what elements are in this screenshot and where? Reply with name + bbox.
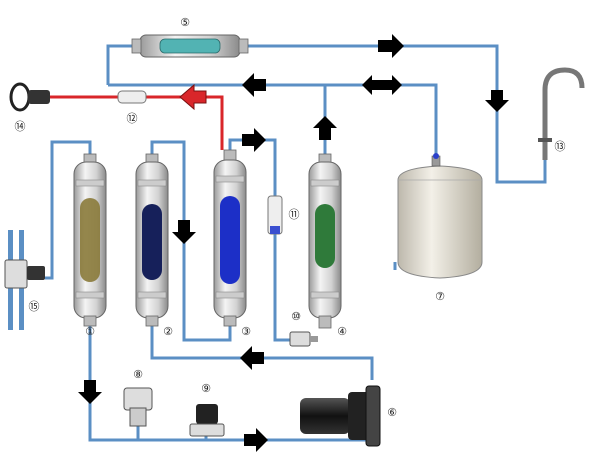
label-11: ⑪ (289, 208, 300, 221)
label-4: ④ (337, 325, 347, 338)
component-10 (289, 331, 318, 347)
arrow-7 (172, 220, 196, 244)
post-filter-5 (131, 34, 249, 58)
arrow-10 (244, 428, 268, 452)
filter-4 (308, 153, 342, 329)
label-9: ⑨ (201, 382, 211, 395)
arrow-2 (485, 90, 509, 112)
arrow-8 (240, 346, 264, 370)
filter-2 (135, 153, 169, 327)
component-11 (267, 195, 283, 235)
arrow-6 (242, 128, 266, 152)
filter-3 (213, 149, 247, 327)
red-line (50, 95, 224, 150)
arrow-red (179, 83, 207, 111)
arrow-3 (242, 73, 266, 97)
label-1: ① (85, 325, 95, 338)
component-15 (4, 230, 45, 330)
label-2: ② (163, 325, 173, 338)
label-3: ③ (241, 325, 251, 338)
label-8: ⑧ (133, 368, 143, 381)
component-12 (117, 90, 147, 104)
component-8 (123, 387, 153, 427)
label-6: ⑥ (387, 406, 397, 419)
label-7: ⑦ (435, 290, 445, 303)
faucet-13 (538, 67, 585, 160)
tank-7 (397, 153, 483, 279)
label-13: ⑬ (555, 140, 566, 153)
flow-arrows (78, 34, 509, 452)
label-15: ⑮ (29, 300, 40, 313)
label-12: ⑫ (127, 112, 138, 125)
label-14: ⑭ (15, 120, 26, 133)
label-10: ⑩ (291, 310, 301, 323)
arrow-5 (313, 116, 337, 140)
arrow-4 (362, 75, 402, 95)
component-labels: ① ② ③ ④ ⑤ ⑥ ⑦ ⑧ ⑨ ⑩ ⑪ ⑫ ⑬ ⑭ ⑮ (15, 16, 566, 419)
component-9 (189, 404, 225, 437)
filter-1 (73, 153, 107, 327)
pump-6 (300, 385, 381, 447)
component-14 (9, 82, 50, 112)
label-5: ⑤ (180, 16, 190, 29)
arrow-1 (378, 34, 404, 58)
arrow-9 (78, 380, 102, 404)
